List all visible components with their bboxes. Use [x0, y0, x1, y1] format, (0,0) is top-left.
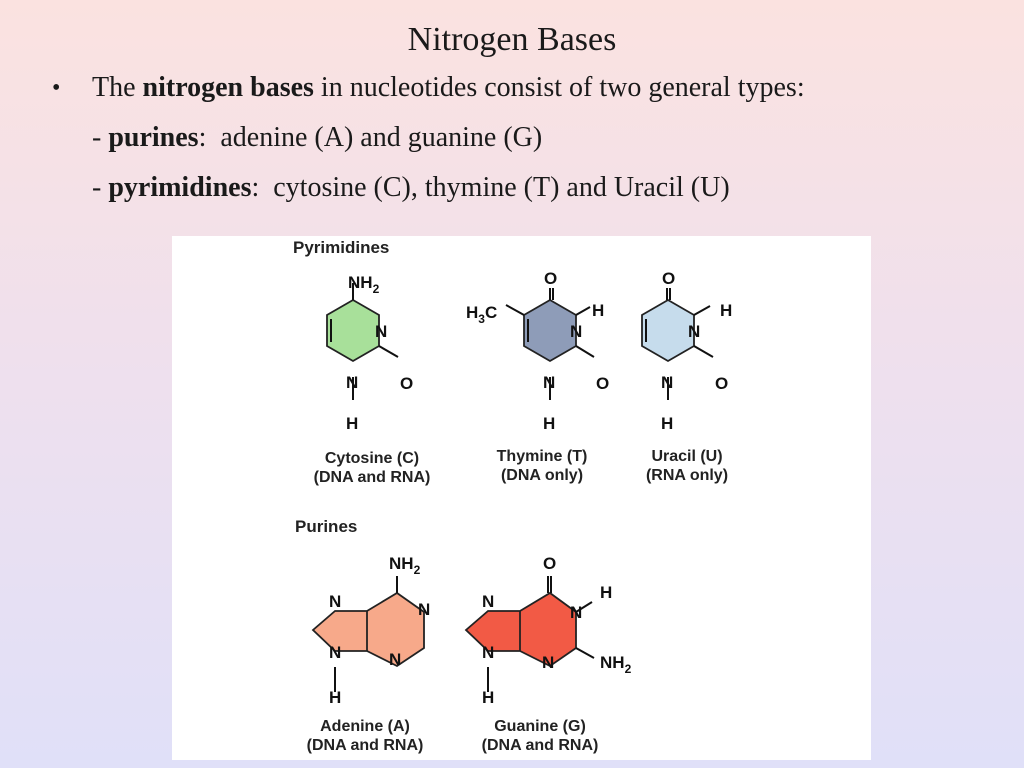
guanine-h: H	[482, 688, 494, 707]
adenine-n3: N	[389, 650, 401, 669]
uracil-n1-h: H	[661, 414, 673, 433]
guanine-n7: N	[482, 592, 494, 611]
line1-text-c: in nucleotides consist of two general ty…	[313, 72, 805, 103]
adenine-amino-group: NH2	[389, 554, 421, 577]
line1-bold-term: nitrogen bases	[142, 72, 314, 103]
line1-text-a: The	[92, 72, 143, 103]
guanine-amino-group: NH2	[600, 653, 632, 676]
adenine-ring	[311, 591, 425, 668]
cytosine-o2: O	[400, 374, 413, 393]
cytosine-n3: N	[375, 322, 387, 341]
line3-text: : cytosine (C), thymine (T) and Uracil (…	[251, 172, 730, 203]
thymine-o2: O	[596, 374, 609, 393]
thymine-n3-h: H	[592, 301, 604, 320]
thymine-structure: O H3C N H N O H Thymine (T) (DNA only)	[466, 269, 609, 484]
guanine-n1: N	[570, 603, 582, 622]
line3-dash: -	[92, 172, 109, 203]
cytosine-structure: NH2 N N O H Cytosine (C) (DNA and RNA)	[314, 273, 431, 486]
uracil-ring	[641, 298, 695, 363]
uracil-structure: O N H N O H Uracil (U) (RNA only)	[641, 269, 732, 484]
adenine-h: H	[329, 688, 341, 707]
thymine-methyl-group: H3C	[466, 303, 497, 326]
line2-text: : adenine (A) and guanine (G)	[198, 122, 543, 153]
adenine-caption: Adenine (A)	[320, 718, 410, 735]
line2-dash: -	[92, 122, 109, 153]
purines-section-label: Purines	[295, 517, 357, 536]
uracil-note: (RNA only)	[646, 467, 728, 484]
cytosine-amino-group: NH2	[348, 273, 380, 296]
guanine-o6: O	[543, 554, 556, 573]
uracil-n1: N	[661, 373, 673, 392]
line2-bold-term: purines	[108, 122, 199, 153]
nitrogen-bases-figure: Pyrimidines Purines NH2 N N O H Cytosine…	[172, 236, 871, 760]
guanine-n9: N	[482, 643, 494, 662]
guanine-ring	[464, 591, 577, 668]
cytosine-caption: Cytosine (C)	[325, 450, 419, 467]
uracil-n3-h: H	[720, 301, 732, 320]
thymine-ring	[523, 298, 577, 363]
guanine-note: (DNA and RNA)	[482, 737, 599, 754]
uracil-caption: Uracil (U)	[651, 448, 722, 465]
guanine-n1-h: H	[600, 583, 612, 602]
uracil-n3: N	[688, 322, 700, 341]
thymine-n3: N	[570, 322, 582, 341]
bullet-marker: •	[52, 75, 61, 101]
sub-line-purines: - purines: adenine (A) and guanine (G)	[92, 120, 542, 156]
thymine-caption: Thymine (T)	[497, 448, 588, 465]
thymine-note: (DNA only)	[501, 467, 583, 484]
cytosine-note: (DNA and RNA)	[314, 469, 431, 486]
uracil-o2: O	[715, 374, 728, 393]
guanine-n3: N	[542, 653, 554, 672]
cytosine-ring	[326, 298, 380, 363]
thymine-o4: O	[544, 269, 557, 288]
line3-bold-term: pyrimidines	[108, 172, 252, 203]
adenine-note: (DNA and RNA)	[307, 737, 424, 754]
bullet-line-nitrogen-bases: The nitrogen bases in nucleotides consis…	[92, 70, 805, 106]
guanine-structure: O N N H N N NH2 H Guanine (G) (DNA and R…	[464, 554, 632, 754]
thymine-n1: N	[543, 373, 555, 392]
cytosine-h: H	[346, 414, 358, 433]
slide-title: Nitrogen Bases	[407, 21, 617, 58]
guanine-caption: Guanine (G)	[494, 718, 586, 735]
adenine-n7: N	[329, 592, 341, 611]
cytosine-n1: N	[346, 373, 358, 392]
adenine-n9: N	[329, 643, 341, 662]
bases-structures-diagram: Pyrimidines Purines NH2 N N O H Cytosine…	[293, 238, 732, 754]
adenine-n1: N	[418, 600, 430, 619]
thymine-n1-h: H	[543, 414, 555, 433]
adenine-structure: NH2 N N N N H Adenine (A) (DNA and RNA)	[307, 554, 431, 754]
pyrimidines-section-label: Pyrimidines	[293, 238, 389, 257]
sub-line-pyrimidines: - pyrimidines: cytosine (C), thymine (T)…	[92, 170, 730, 206]
uracil-o4: O	[662, 269, 675, 288]
